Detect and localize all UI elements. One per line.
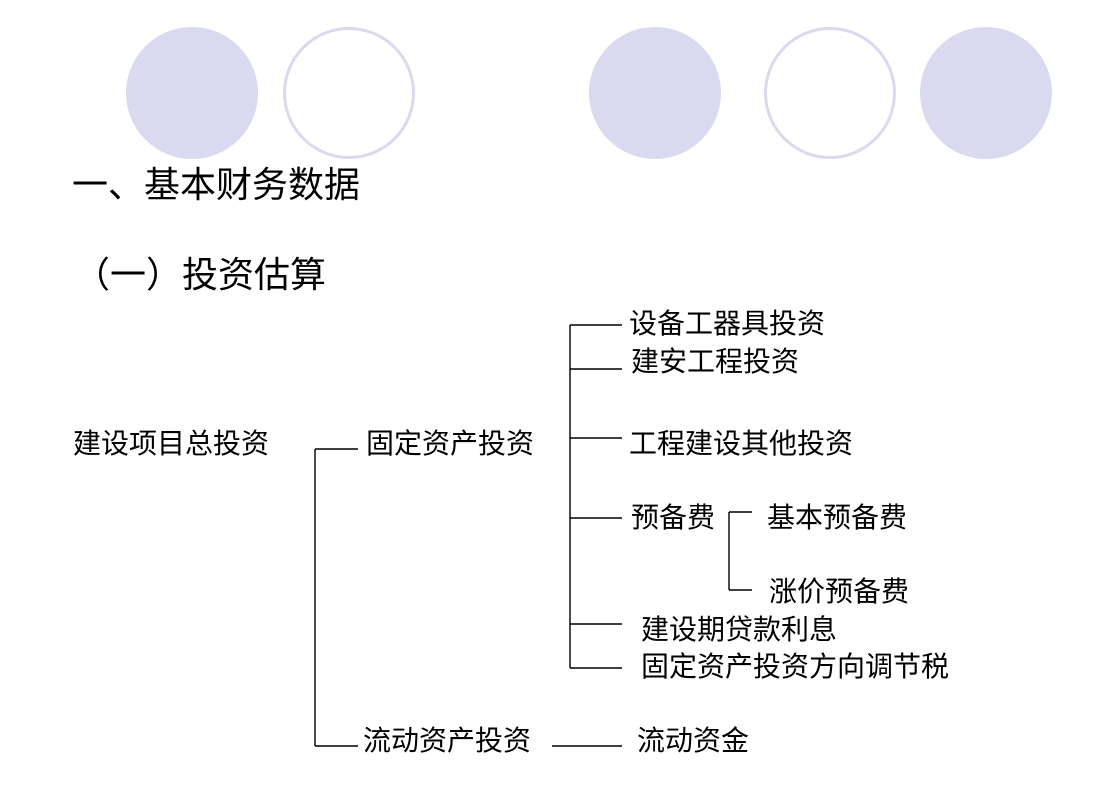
node-construction-investment: 建安工程投资 — [630, 345, 801, 378]
slide-subheading: （一）投资估算 — [74, 255, 327, 296]
node-reserve-fee: 预备费 — [630, 501, 717, 534]
node-fixed-investment: 固定资产投资 — [365, 427, 536, 460]
decorative-circle-filled — [126, 27, 258, 159]
node-equipment-investment: 设备工器具投资 — [628, 307, 827, 340]
decorative-circle-filled — [920, 27, 1052, 159]
slide-heading: 一、基本财务数据 — [72, 165, 361, 206]
node-working-capital: 流动资金 — [636, 724, 751, 757]
node-price-reserve: 涨价预备费 — [768, 575, 911, 608]
node-root: 建设项目总投资 — [72, 427, 271, 460]
node-current-investment: 流动资产投资 — [362, 724, 533, 757]
decorative-circle-outline — [764, 27, 896, 159]
node-loan-interest: 建设期贷款利息 — [640, 613, 839, 646]
node-adjustment-tax: 固定资产投资方向调节税 — [640, 650, 951, 683]
decorative-circle-outline — [283, 27, 415, 159]
node-basic-reserve: 基本预备费 — [766, 501, 909, 534]
decorative-circle-filled — [589, 27, 721, 159]
node-other-construction-investment: 工程建设其他投资 — [628, 427, 855, 460]
